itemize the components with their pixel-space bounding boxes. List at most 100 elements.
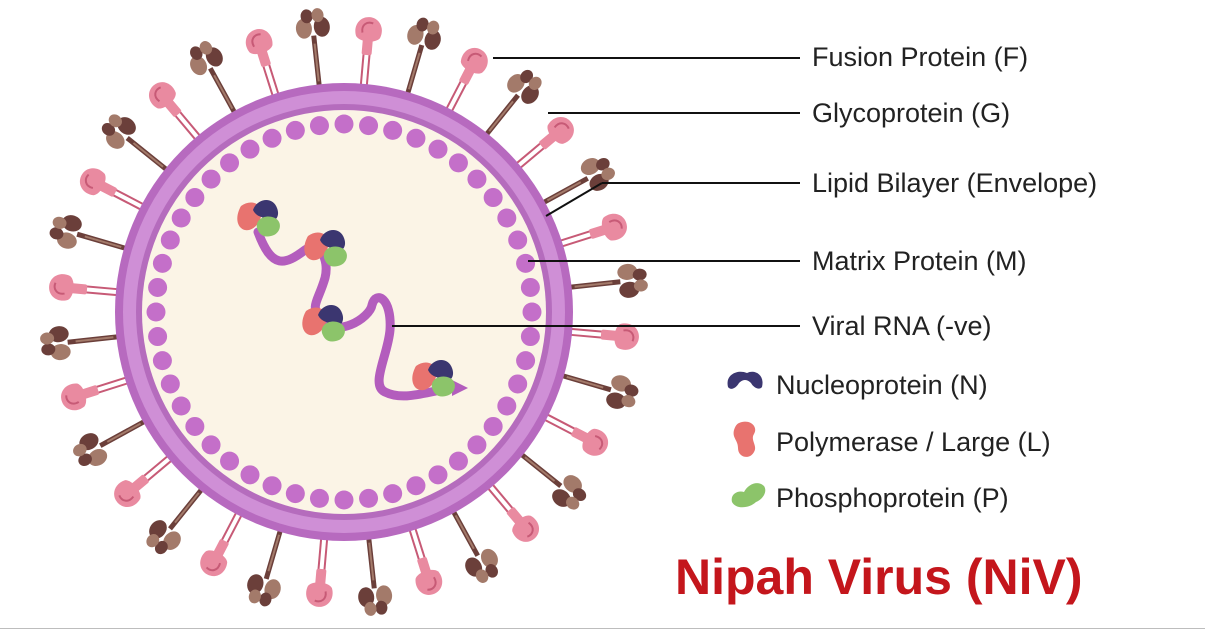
matrix-protein-dot	[520, 277, 540, 297]
glycoprotein-spike	[146, 486, 205, 555]
nucleocapsid-cluster	[412, 359, 455, 397]
fusion-protein-spike	[355, 17, 382, 88]
fusion-protein-spike	[514, 117, 574, 170]
nucleocapsid-cluster	[302, 304, 345, 342]
matrix-protein-dot	[285, 120, 305, 140]
matrix-protein-dot	[516, 253, 536, 273]
glycoprotein-spike	[73, 418, 148, 466]
fusion-protein-spike	[568, 323, 639, 350]
matrix-protein-ring	[146, 114, 542, 510]
matrix-protein-dot	[516, 351, 536, 371]
label-lipid-bilayer: Lipid Bilayer (Envelope)	[812, 168, 1097, 198]
matrix-protein-dot	[428, 139, 448, 159]
matrix-protein-dot	[160, 374, 180, 394]
matrix-protein-dot	[383, 120, 403, 140]
label-viral-rna: Viral RNA (-ve)	[812, 311, 992, 341]
nucleocapsid-cluster	[304, 229, 347, 267]
matrix-protein-dot	[483, 416, 503, 436]
matrix-protein-dot	[522, 302, 542, 322]
matrix-protein-dot	[152, 253, 172, 273]
matrix-protein-dot	[220, 451, 240, 471]
virus-interior	[142, 110, 546, 514]
matrix-protein-dot	[497, 396, 517, 416]
matrix-protein-dot	[309, 116, 329, 136]
fusion-protein-spike	[114, 454, 174, 507]
label-matrix-protein: Matrix Protein (M)	[812, 246, 1027, 276]
matrix-protein-dot	[262, 128, 282, 148]
glycoprotein-spike	[295, 8, 330, 88]
fusion-protein-spike	[61, 376, 130, 411]
matrix-protein-dot	[220, 153, 240, 173]
matrix-protein-dot	[359, 116, 379, 136]
matrix-protein-dot	[201, 435, 221, 455]
glycoprotein-spike	[49, 215, 128, 252]
matrix-protein-dot	[201, 169, 221, 189]
matrix-protein-dot	[185, 188, 205, 208]
matrix-protein-dot	[148, 327, 168, 347]
matrix-protein-dot	[383, 484, 403, 504]
nucleoprotein-icon	[727, 371, 763, 389]
glycoprotein-spike	[404, 17, 441, 96]
matrix-protein-dot	[467, 435, 487, 455]
fusion-protein-spike	[200, 510, 244, 577]
glycoprotein-spike	[568, 263, 648, 298]
matrix-protein-dot	[185, 416, 205, 436]
fusion-protein-spike	[149, 82, 202, 142]
matrix-protein-dot	[448, 451, 468, 471]
fusion-protein-spike	[542, 412, 609, 456]
matrix-protein-dot	[508, 374, 528, 394]
matrix-protein-dot	[309, 488, 329, 508]
legend: Nucleoprotein (N) Polymerase / Large (L)…	[727, 370, 1051, 513]
matrix-protein-dot	[334, 114, 354, 134]
diagram-title: Nipah Virus (NiV)	[675, 549, 1082, 605]
fusion-protein-spike	[558, 213, 627, 248]
polymerase-icon	[733, 421, 756, 457]
lipid-bilayer-envelope	[115, 83, 573, 541]
matrix-protein-dot	[262, 476, 282, 496]
glycoprotein-spike	[247, 528, 284, 607]
surface-proteins	[40, 8, 648, 616]
matrix-protein-dot	[148, 277, 168, 297]
matrix-protein-dot	[406, 128, 426, 148]
matrix-protein-dot	[240, 139, 260, 159]
matrix-protein-dot	[520, 327, 540, 347]
matrix-protein-dot	[334, 490, 354, 510]
matrix-protein-dot	[160, 230, 180, 250]
glycoprotein-spike	[540, 158, 615, 206]
matrix-protein-dot	[285, 484, 305, 504]
matrix-protein-dot	[448, 153, 468, 173]
glycoprotein-spike	[40, 326, 120, 361]
leader-lines	[392, 57, 800, 327]
legend-label-polymerase: Polymerase / Large (L)	[776, 427, 1051, 457]
glycoprotein-spike	[358, 536, 393, 616]
matrix-protein-dot	[406, 476, 426, 496]
matrix-protein-dot	[146, 302, 166, 322]
matrix-protein-dot	[359, 488, 379, 508]
fusion-protein-spike	[79, 168, 146, 212]
glycoprotein-spike	[483, 69, 542, 138]
label-glycoprotein: Glycoprotein (G)	[812, 98, 1010, 128]
nucleocapsid-cluster	[237, 199, 280, 237]
glycoprotein-spike	[560, 372, 639, 409]
fusion-protein-spike	[444, 47, 488, 114]
glycoprotein-spike	[518, 451, 587, 510]
nucleocapsid-clusters	[237, 199, 455, 397]
phosphoprotein-icon	[731, 483, 766, 508]
label-fusion-protein: Fusion Protein (F)	[812, 42, 1028, 72]
matrix-protein-dot	[171, 396, 191, 416]
legend-label-phosphoprotein: Phosphoprotein (P)	[776, 483, 1009, 513]
matrix-protein-dot	[497, 208, 517, 228]
glycoprotein-spike	[190, 41, 238, 116]
matrix-protein-dot	[240, 465, 260, 485]
matrix-protein-dot	[508, 230, 528, 250]
glycoprotein-spike	[101, 114, 170, 173]
fusion-protein-spike	[49, 274, 120, 301]
bottom-divider	[0, 628, 1205, 629]
matrix-protein-dot	[428, 465, 448, 485]
matrix-protein-dot	[483, 188, 503, 208]
matrix-protein-dot	[171, 208, 191, 228]
fusion-protein-spike	[306, 536, 333, 607]
legend-label-nucleoprotein: Nucleoprotein (N)	[776, 370, 988, 400]
